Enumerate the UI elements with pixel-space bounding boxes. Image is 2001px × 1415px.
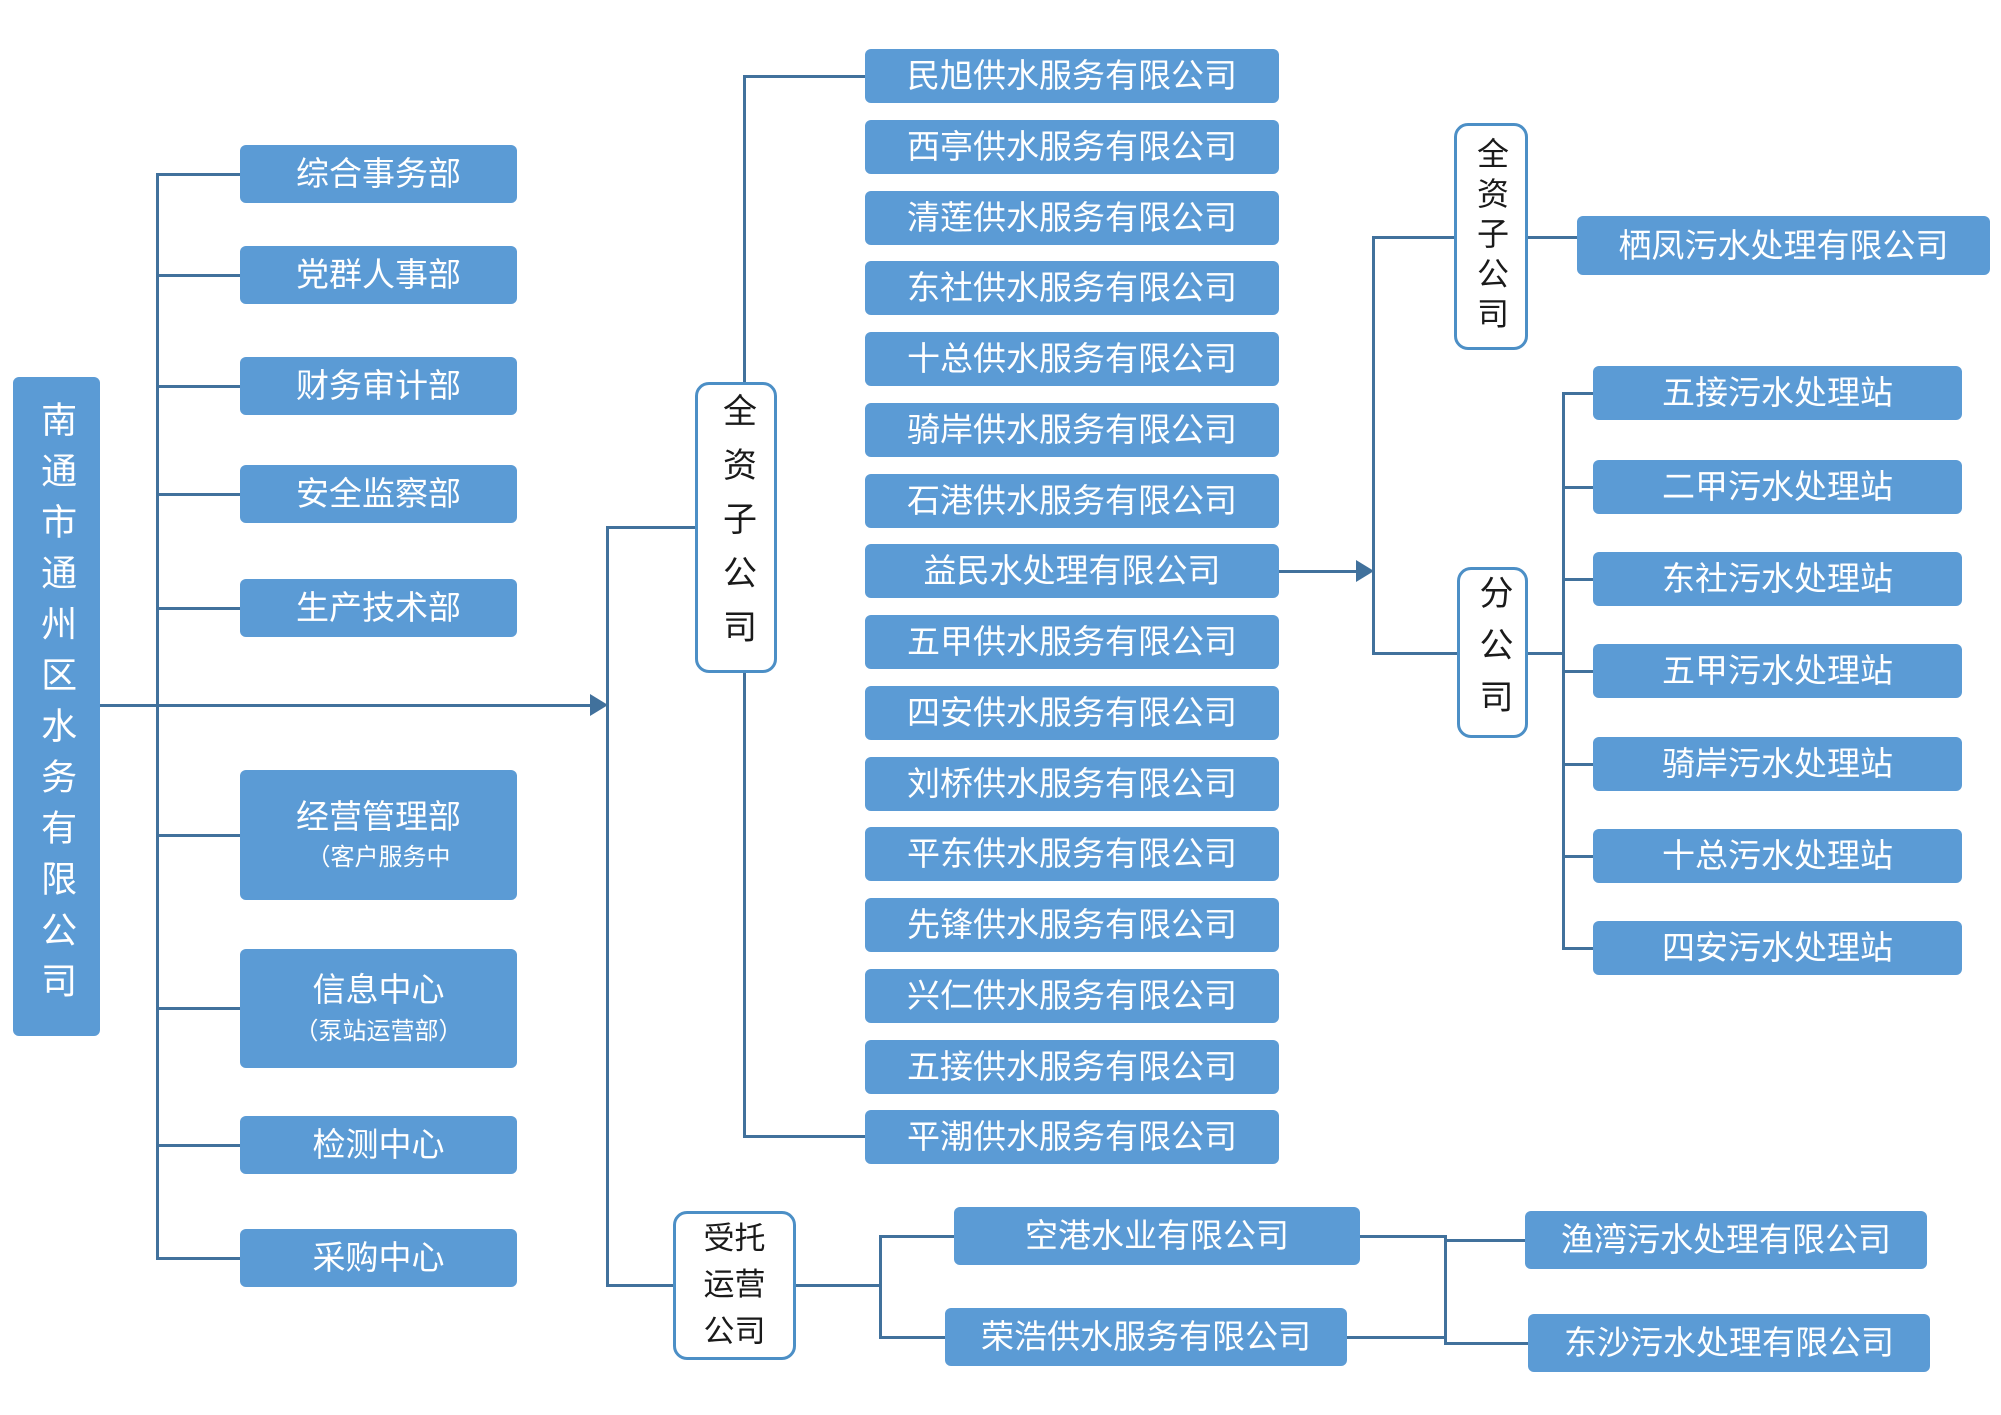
entrusted-group-box: 受托运营公司	[673, 1211, 796, 1360]
subsidiary-stub-bottom	[743, 1135, 865, 1138]
dept-testing-center: 检测中心	[240, 1116, 517, 1174]
subsidiary-box: 平东供水服务有限公司	[865, 827, 1279, 881]
station-box: 五接污水处理站	[1593, 366, 1962, 420]
dept-stub-line	[156, 834, 242, 837]
subsidiary-trunk-bottom	[743, 673, 746, 1138]
yimin-bottom-line	[1372, 652, 1457, 655]
subsidiary-box: 骑岸供水服务有限公司	[865, 403, 1279, 457]
dept-sublabel: （客户服务中	[306, 844, 451, 872]
yuwan-plant-box: 渔湾污水处理有限公司	[1525, 1211, 1927, 1269]
station-box: 十总污水处理站	[1593, 829, 1962, 883]
station-stub-line	[1562, 855, 1593, 858]
subsidiary-box: 五甲供水服务有限公司	[865, 615, 1279, 669]
dept-stub-line	[156, 274, 242, 277]
dept-production-technology: 生产技术部	[240, 579, 517, 637]
dept-stub-line	[156, 493, 242, 496]
yimin-wholly-owned-group-box: 全资子公司	[1454, 123, 1528, 350]
yimin-top-line	[1372, 236, 1454, 239]
root-main-line	[100, 704, 592, 707]
arrow-right-icon	[1356, 560, 1374, 582]
branch-group-box: 分公司	[1457, 567, 1528, 738]
station-box: 五甲污水处理站	[1593, 644, 1962, 698]
subsidiary-box: 十总供水服务有限公司	[865, 332, 1279, 386]
dept-stub-line	[156, 1144, 242, 1147]
dept-trunk-line	[156, 173, 159, 1259]
stub-to-entrusted	[606, 1284, 676, 1287]
dept-procurement-center: 采购中心	[240, 1229, 517, 1287]
main-branch-line	[606, 526, 609, 1287]
stub-to-ronghao	[879, 1336, 945, 1339]
station-box: 四安污水处理站	[1593, 921, 1962, 975]
konggang-company-box: 空港水业有限公司	[954, 1207, 1360, 1265]
wholly-owned-group-box: 全资子公司	[695, 382, 777, 673]
subsidiary-box: 平潮供水服务有限公司	[865, 1110, 1279, 1164]
station-stub-line	[1562, 392, 1593, 395]
subsidiary-box: 四安供水服务有限公司	[865, 686, 1279, 740]
dept-label: 信息中心	[312, 971, 445, 1009]
dept-safety-supervision: 安全监察部	[240, 465, 517, 523]
dept-finance-audit: 财务审计部	[240, 357, 517, 415]
subsidiary-box: 五接供水服务有限公司	[865, 1040, 1279, 1094]
dept-party-personnel: 党群人事部	[240, 246, 517, 304]
dongsha-plant-box: 东沙污水处理有限公司	[1528, 1314, 1930, 1372]
dept-label: 经营管理部	[296, 797, 461, 835]
dept-stub-line	[156, 1007, 242, 1010]
subsidiary-box: 东社供水服务有限公司	[865, 261, 1279, 315]
yimin-out-line	[1279, 570, 1358, 573]
stub-to-yuwan	[1444, 1239, 1525, 1242]
station-stub-line	[1562, 578, 1593, 581]
subsidiary-trunk-top	[743, 75, 746, 382]
arrow-right-icon	[590, 694, 608, 716]
subsidiary-box: 清莲供水服务有限公司	[865, 191, 1279, 245]
dept-sublabel: （泵站运营部）	[294, 1017, 463, 1045]
station-box: 二甲污水处理站	[1593, 460, 1962, 514]
subsidiary-box: 西亭供水服务有限公司	[865, 120, 1279, 174]
dept-stub-line	[156, 173, 242, 176]
dept-stub-line	[156, 1257, 242, 1260]
ronghao-company-box: 荣浩供水服务有限公司	[945, 1308, 1347, 1366]
stub-to-dongsha	[1444, 1342, 1528, 1345]
station-stub-line	[1562, 763, 1593, 766]
stub-to-qifeng	[1528, 236, 1577, 239]
subsidiary-box: 兴仁供水服务有限公司	[865, 969, 1279, 1023]
subsidiary-stub-top	[743, 75, 865, 78]
stub-to-wholly-owned	[606, 526, 695, 529]
station-box: 东社污水处理站	[1593, 552, 1962, 606]
ronghao-out-line	[1347, 1336, 1447, 1339]
station-stub-line	[1562, 947, 1593, 950]
station-box: 骑岸污水处理站	[1593, 737, 1962, 791]
subsidiary-box-yimin: 益民水处理有限公司	[865, 544, 1279, 598]
subsidiary-box: 刘桥供水服务有限公司	[865, 757, 1279, 811]
dept-operation-management: 经营管理部 （客户服务中	[240, 770, 517, 900]
entrusted-trunk-line	[879, 1235, 882, 1339]
subsidiary-box: 先锋供水服务有限公司	[865, 898, 1279, 952]
stub-to-konggang	[879, 1235, 954, 1238]
dept-information-center: 信息中心 （泵站运营部）	[240, 949, 517, 1068]
dept-comprehensive-affairs: 综合事务部	[240, 145, 517, 203]
konggang-out-line	[1360, 1235, 1447, 1238]
dept-stub-line	[156, 607, 242, 610]
entrusted-out-line	[796, 1284, 882, 1287]
subsidiary-box: 石港供水服务有限公司	[865, 474, 1279, 528]
qifeng-plant-box: 栖凤污水处理有限公司	[1577, 216, 1990, 275]
branch-group-stub	[1528, 652, 1564, 655]
station-stub-line	[1562, 486, 1593, 489]
plants-trunk-line	[1444, 1235, 1447, 1345]
dept-stub-line	[156, 385, 242, 388]
subsidiary-box: 民旭供水服务有限公司	[865, 49, 1279, 103]
station-stub-line	[1562, 670, 1593, 673]
root-company-box: 南通市通州区水务有限公司	[13, 377, 100, 1036]
yimin-branch-line	[1372, 236, 1375, 655]
